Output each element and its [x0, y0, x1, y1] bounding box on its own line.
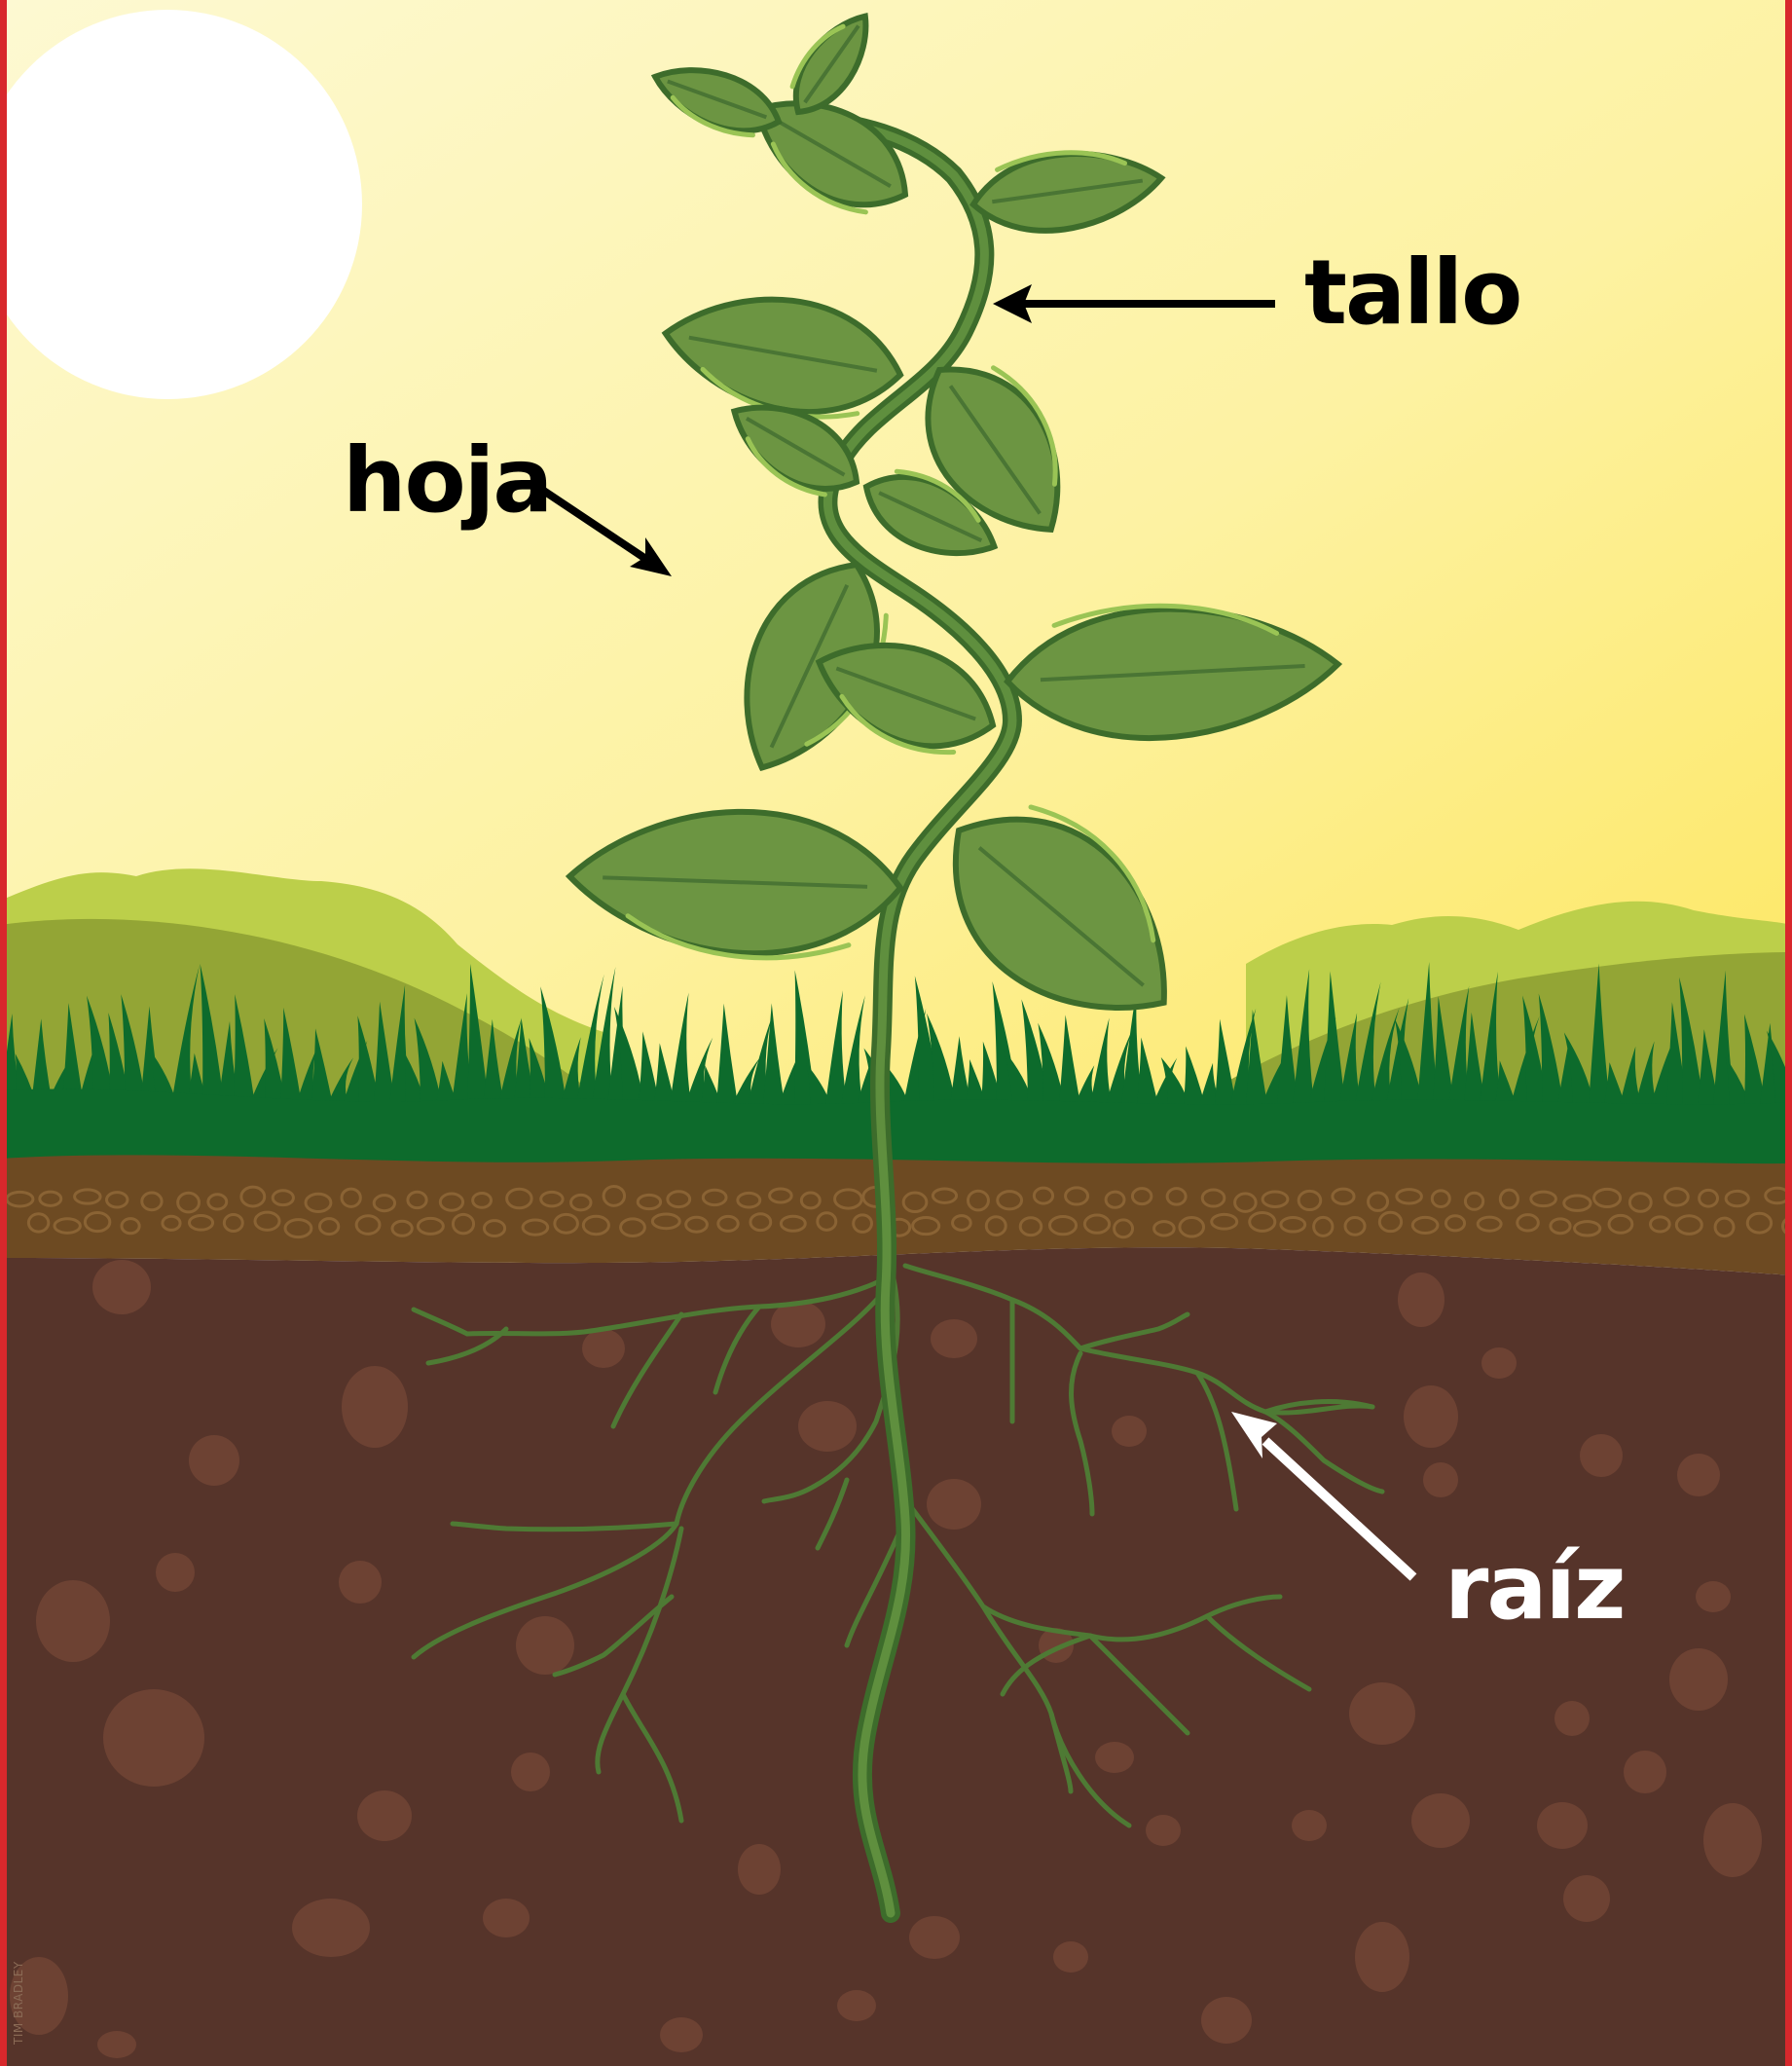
soil-rock [339, 1561, 382, 1604]
root-label: raíz [1445, 1543, 1625, 1633]
soil-rock [931, 1319, 977, 1358]
soil-rock [1481, 1347, 1517, 1379]
soil-rock [483, 1899, 530, 1937]
soil-rock [97, 2031, 136, 2058]
soil-rock [292, 1899, 370, 1957]
soil-rock [1580, 1434, 1623, 1477]
soil-rock [1411, 1793, 1470, 1848]
soil-rock [1696, 1581, 1731, 1612]
soil-rock [1677, 1454, 1720, 1496]
soil-rock [36, 1580, 110, 1662]
stem-label: tallo [1304, 248, 1520, 338]
soil-rock [1398, 1273, 1445, 1327]
frame-left [0, 0, 7, 2066]
soil-rock [1669, 1648, 1728, 1711]
soil-rock [1095, 1742, 1134, 1773]
soil-rock [1624, 1751, 1666, 1793]
soil-rock [357, 1790, 412, 1841]
soil-rock [660, 2017, 703, 2052]
soil-rock [156, 1553, 195, 1592]
soil-rock [1201, 1997, 1252, 2044]
soil-rock [1292, 1810, 1327, 1841]
soil-rock [1537, 1802, 1588, 1849]
soil-rock [1554, 1701, 1590, 1736]
soil-rock [1112, 1416, 1147, 1447]
soil-rock [909, 1916, 960, 1959]
soil-rock [516, 1616, 574, 1675]
soil-rock [1563, 1875, 1610, 1922]
soil-rock [582, 1329, 625, 1368]
soil-rock [798, 1401, 857, 1452]
soil-rock [738, 1844, 781, 1895]
soil-rock [189, 1435, 239, 1486]
soil-rock [92, 1260, 151, 1314]
illustrator-credit: TIM BRADLEY [12, 1961, 25, 2045]
soil-rock [1349, 1682, 1415, 1745]
leaf-label: hoja [343, 436, 551, 526]
soil-rock [1053, 1941, 1088, 1973]
soil-rock [1703, 1803, 1762, 1877]
soil-rock [342, 1366, 408, 1448]
soil-rock [1146, 1815, 1181, 1846]
soil-rock [103, 1689, 204, 1787]
soil-rock [837, 1990, 876, 2021]
soil-rock [1423, 1462, 1458, 1497]
frame-right [1785, 0, 1792, 2066]
soil-rock [511, 1752, 550, 1791]
soil-rock [927, 1479, 981, 1530]
soil-rock [1355, 1922, 1409, 1992]
soil-rock [1404, 1385, 1458, 1448]
